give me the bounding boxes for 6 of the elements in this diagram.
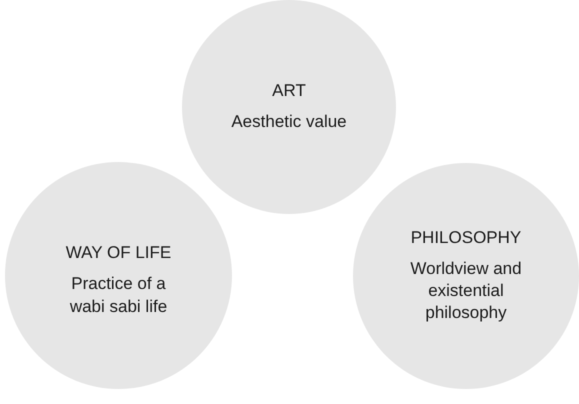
circle-description: Worldview and existential philosophy [409, 258, 523, 324]
circle-description: Aesthetic value [231, 110, 347, 133]
circle-heading: ART [272, 80, 306, 101]
circle-heading: PHILOSOPHY [410, 228, 522, 248]
circle-heading: WAY OF LIFE [66, 243, 172, 264]
circle-description: Practice of a wabi sabi life [68, 273, 168, 318]
